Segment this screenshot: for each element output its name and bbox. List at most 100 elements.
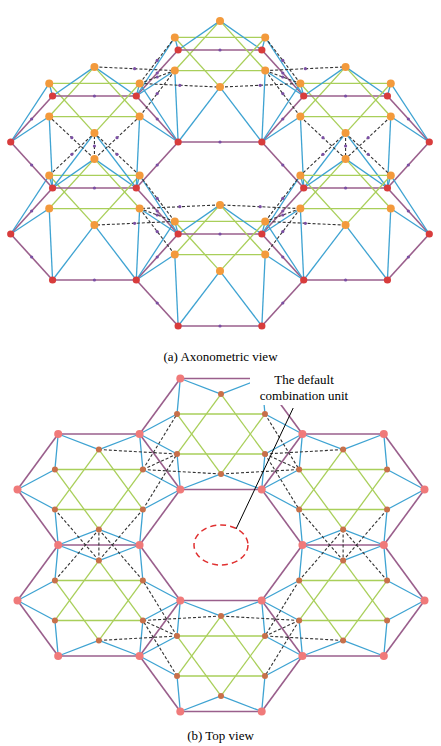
bar-member	[17, 601, 58, 657]
bar-member	[387, 581, 424, 601]
upper-joint	[171, 67, 179, 75]
bar-member	[221, 470, 299, 474]
bar-midpoint	[281, 230, 284, 233]
bar-member	[136, 50, 178, 96]
bar-member	[140, 117, 179, 142]
bar-member	[94, 67, 136, 96]
bar-member	[140, 434, 177, 454]
bar-midpoint	[344, 94, 347, 97]
bar-member	[140, 545, 143, 581]
bar-member	[136, 209, 139, 280]
upper-joint	[90, 63, 98, 71]
upper-joint	[342, 155, 350, 163]
lower-joint	[176, 375, 184, 383]
upper-joint	[261, 251, 269, 259]
lower-joint	[384, 92, 391, 99]
upper-joint	[136, 79, 144, 87]
bar-member	[17, 434, 58, 490]
upper-joint	[296, 113, 304, 121]
lower-joint	[13, 597, 21, 605]
bar-member	[11, 142, 53, 188]
bar-member	[304, 279, 388, 281]
bar-member	[58, 434, 99, 450]
bar-member	[140, 209, 175, 255]
bar-midpoint	[30, 163, 33, 166]
upper-joint	[52, 617, 58, 623]
bar-member	[177, 616, 221, 676]
upper-joint	[384, 467, 390, 473]
bar-midpoint	[30, 117, 33, 120]
bar-member	[384, 490, 425, 546]
bar-member	[58, 640, 99, 656]
upper-joint	[262, 673, 268, 679]
bar-member	[175, 71, 178, 142]
bar-member	[143, 601, 180, 621]
bar-midpoint	[281, 301, 284, 304]
bar-member	[136, 188, 178, 234]
bar-member	[346, 133, 388, 188]
bar-member	[143, 581, 180, 601]
bar-member	[262, 117, 301, 142]
lower-joint	[258, 138, 265, 145]
bar-member	[178, 271, 220, 326]
bar-member	[17, 601, 54, 621]
bar-member	[94, 159, 136, 188]
bar-member	[300, 175, 390, 176]
lower-joint	[176, 486, 184, 494]
bar-member	[49, 117, 94, 159]
bar-member	[55, 580, 143, 581]
bar-midpoint	[93, 94, 96, 97]
bar-member	[220, 83, 300, 87]
lower-joint	[258, 322, 265, 329]
bar-member	[391, 83, 430, 142]
bar-midpoint	[344, 278, 347, 281]
bar-member	[180, 601, 221, 617]
bar-member	[175, 21, 220, 71]
bar-midpoint	[259, 205, 262, 208]
upper-joint	[96, 526, 102, 532]
bar-member	[143, 414, 177, 470]
bar-midpoint	[156, 71, 159, 74]
bar-member	[304, 225, 346, 280]
upper-joint	[387, 171, 395, 179]
lower-joint	[380, 430, 388, 438]
bar-midpoint	[156, 213, 159, 216]
bar-member	[99, 509, 143, 560]
bar-member	[49, 116, 139, 117]
upper-joint	[136, 113, 144, 121]
lower-joint	[136, 652, 144, 660]
bar-member	[300, 67, 345, 117]
bar-midpoint	[156, 75, 159, 78]
bar-member	[99, 636, 177, 640]
bar-member	[143, 454, 177, 470]
bar-member	[384, 601, 425, 657]
bar-member	[175, 70, 265, 71]
upper-joint	[218, 391, 224, 397]
bar-member	[262, 71, 265, 142]
bar-member	[49, 67, 94, 117]
lower-joint	[54, 430, 62, 438]
lower-joint	[13, 486, 21, 494]
bar-midpoint	[115, 136, 118, 139]
bar-member	[140, 37, 175, 83]
bar-member	[299, 620, 387, 621]
bar-member	[265, 450, 343, 454]
bar-member	[265, 71, 300, 117]
lower-joint	[298, 652, 306, 660]
bar-member	[180, 379, 221, 395]
upper-joint	[342, 63, 350, 71]
bar-member	[17, 545, 58, 601]
bar-member	[177, 379, 180, 415]
bar-member	[262, 255, 265, 326]
bar-member	[265, 454, 299, 510]
bar-member	[53, 67, 95, 96]
bar-member	[178, 141, 262, 143]
bar-member	[343, 529, 387, 580]
bar-member	[265, 414, 299, 470]
bar-member	[299, 545, 302, 581]
bar-member	[220, 21, 262, 50]
lower-joint	[133, 276, 140, 283]
bar-member	[300, 209, 303, 280]
upper-joint	[171, 251, 179, 259]
bar-member	[143, 620, 177, 676]
